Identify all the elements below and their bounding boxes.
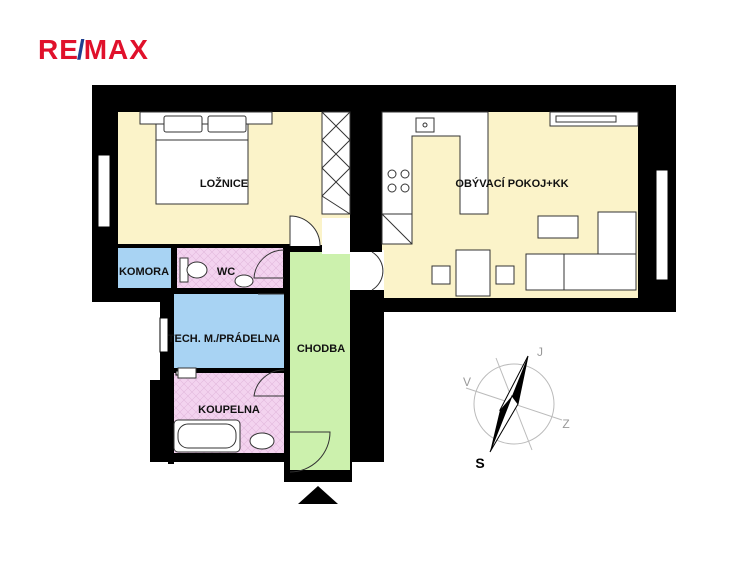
chair (495, 265, 515, 285)
storage-floor (118, 248, 171, 288)
logo-slash: / (76, 34, 86, 65)
door-bedroom (289, 215, 321, 247)
wardrobe-hatch (321, 111, 351, 215)
compass-south: J (537, 345, 543, 359)
living-furniture (431, 111, 639, 297)
hall-floor-upper (322, 218, 350, 254)
room-labels: LOŽNICE OBÝVACÍ POKOJ+KK KOMORA WC TECH.… (119, 177, 569, 416)
entrance-arrow-icon (298, 486, 338, 504)
washing-machine (177, 367, 197, 379)
label-loznice: LOŽNICE (200, 177, 248, 190)
logo-part-2: MAX (83, 34, 149, 65)
compass-north: S (475, 455, 484, 471)
sanitary (173, 257, 275, 453)
toilet-bowl (186, 261, 208, 279)
door-wc (253, 249, 285, 279)
hall-floor (290, 252, 350, 470)
label-chodba: CHODBA (297, 343, 345, 355)
window-bedroom (97, 154, 111, 228)
bath-basin (249, 432, 275, 450)
label-obyvaci: OBÝVACÍ POKOJ+KK (455, 177, 568, 190)
door-living (371, 251, 384, 291)
compass-west: Z (562, 417, 569, 431)
tech-floor (174, 294, 284, 368)
kitchen-counter (381, 111, 489, 245)
chair (431, 265, 451, 285)
label-koupelna: KOUPELNA (198, 404, 260, 416)
door-bath (253, 369, 285, 397)
compass-east: V (463, 375, 471, 389)
interior-walls (118, 112, 384, 464)
label-tech: TECH. M./PRÁDELNA (168, 332, 281, 345)
stove-burner (387, 169, 397, 179)
window-living (655, 169, 669, 281)
label-komora: KOMORA (119, 266, 169, 278)
doors (253, 215, 384, 473)
label-wc: WC (217, 266, 235, 278)
dining-table (455, 249, 491, 297)
remax-logo: RE/MAX (38, 36, 149, 64)
compass-icon (465, 355, 563, 453)
logo-part-1: RE (38, 34, 79, 65)
double-bed (139, 111, 273, 205)
compass-letters: S J V Z (463, 345, 570, 471)
wc-basin (234, 274, 254, 288)
window-tech (159, 317, 169, 353)
windows (97, 154, 669, 376)
coffee-table (537, 215, 579, 239)
door-entrance (289, 431, 331, 473)
